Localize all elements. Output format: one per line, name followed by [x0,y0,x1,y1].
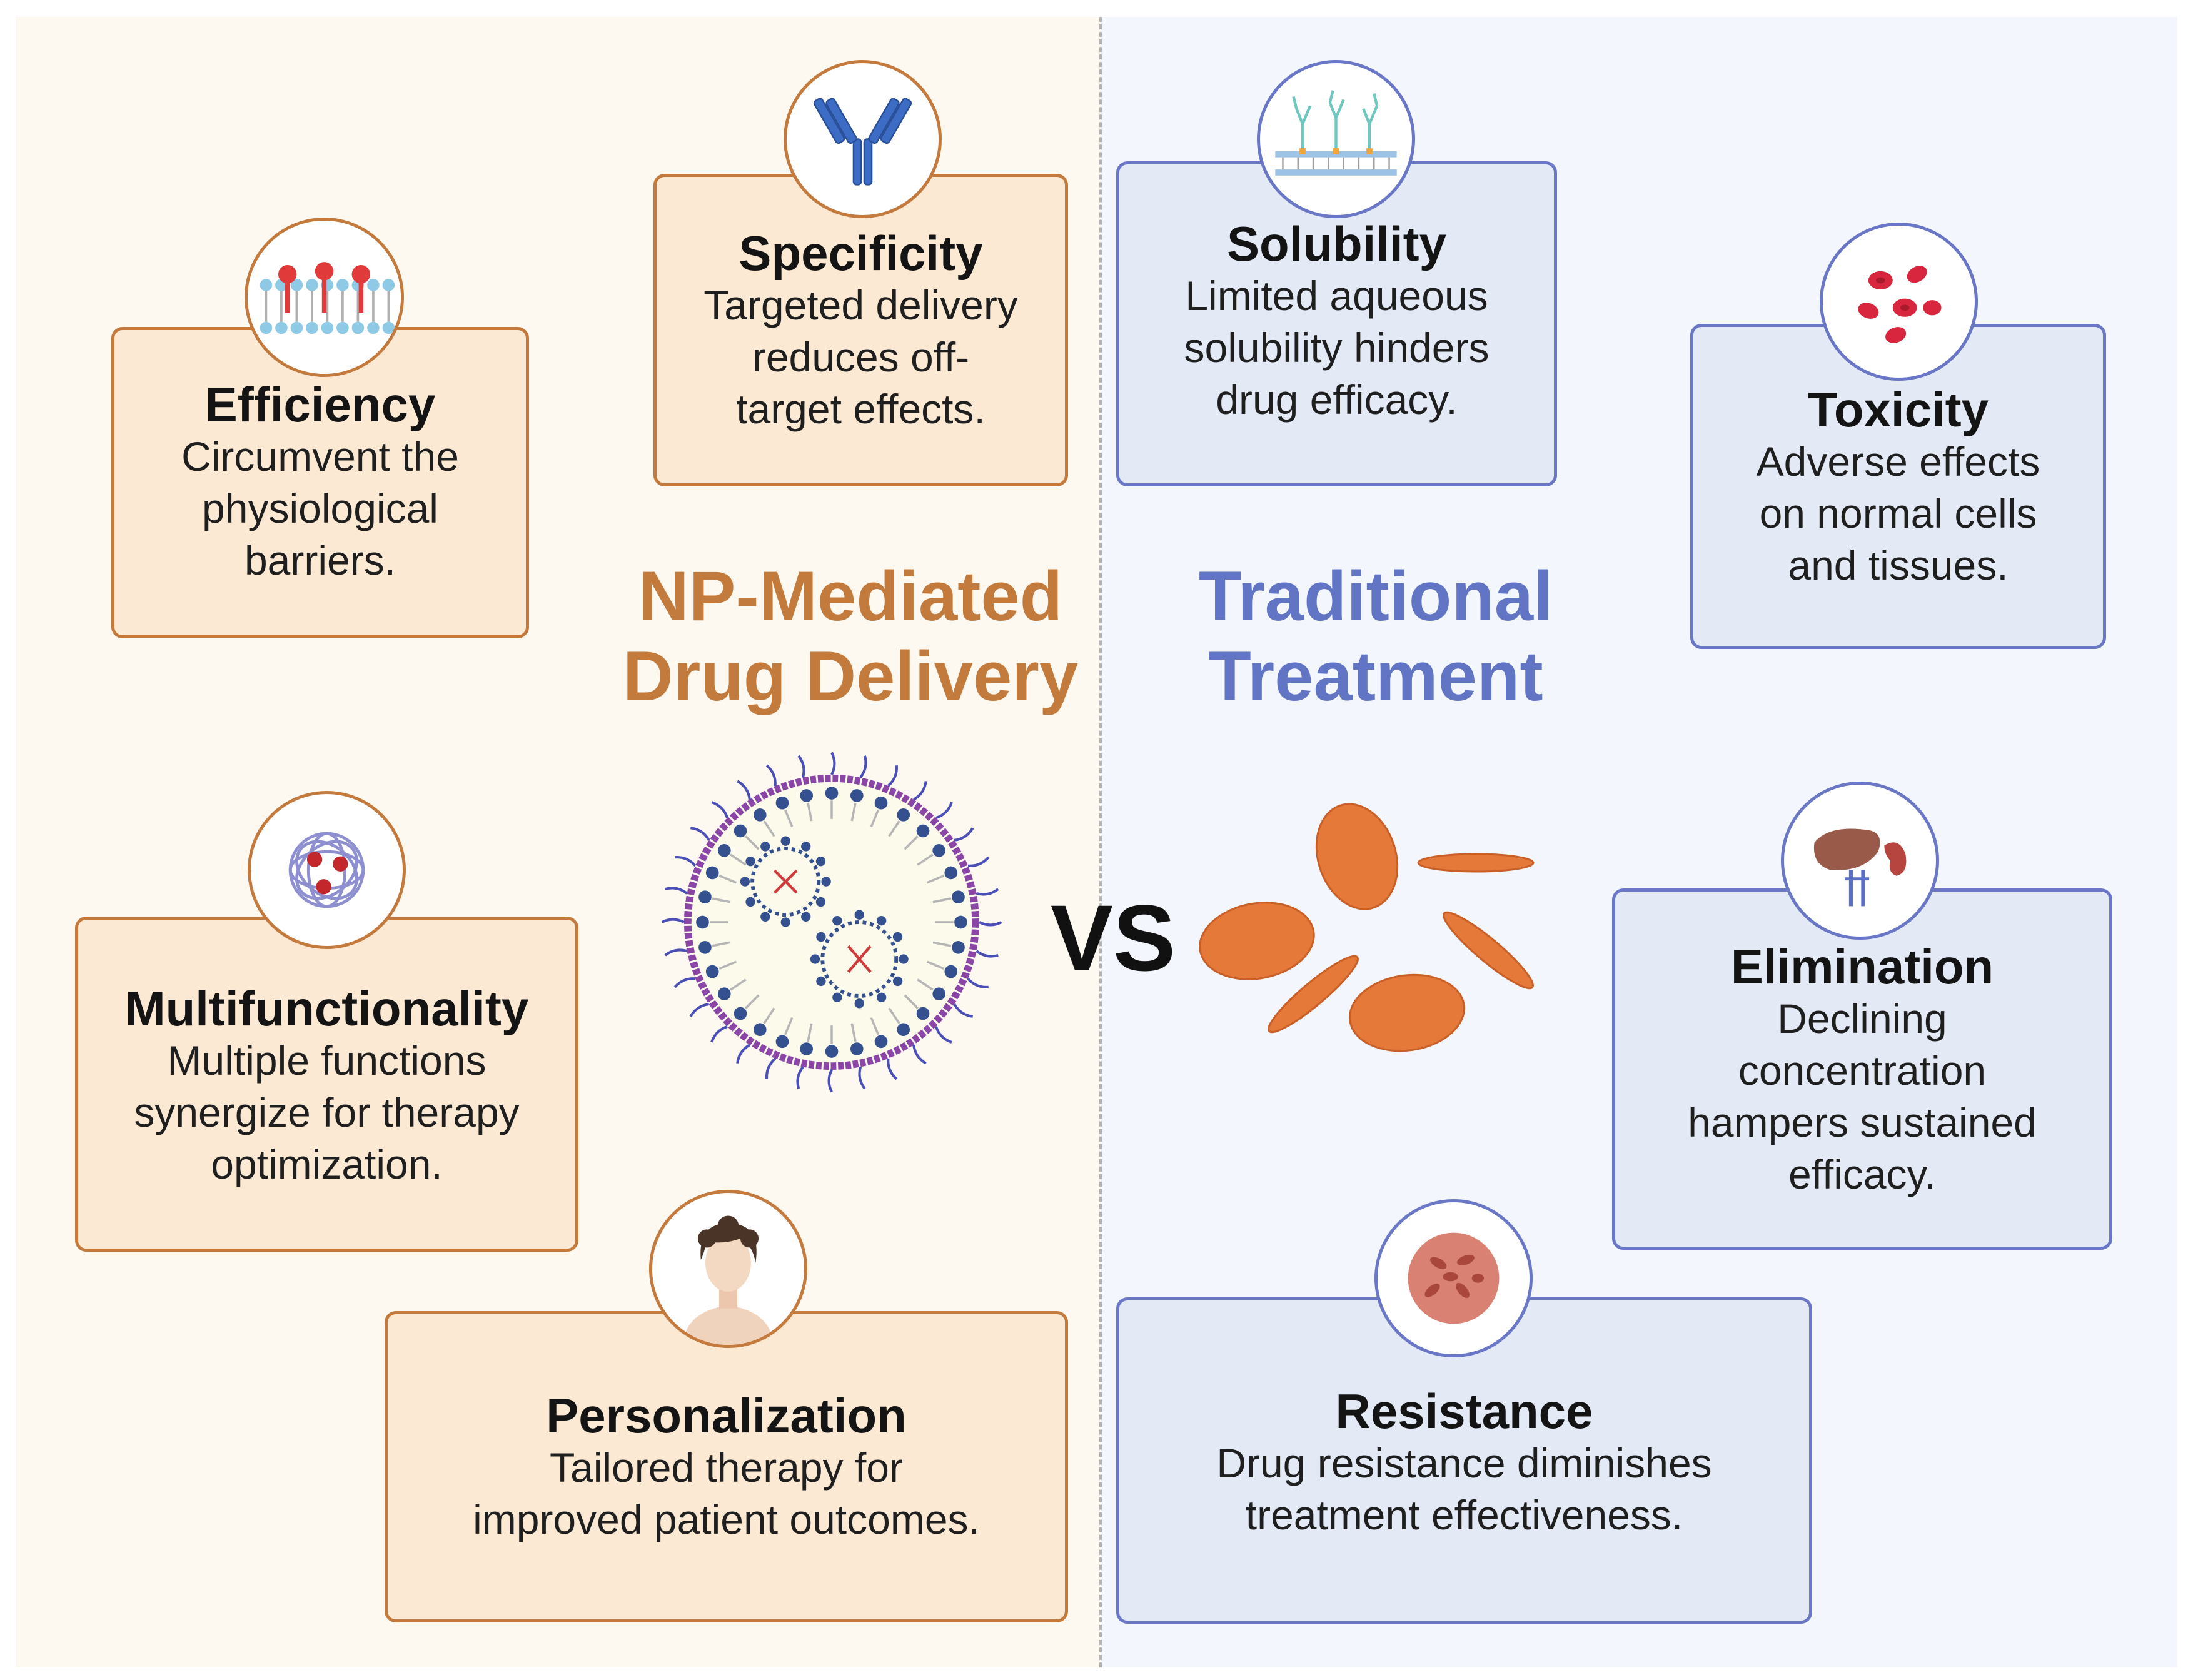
cell-membrane-icon [245,218,404,377]
solubility-title: Solubility [1227,216,1446,271]
traditional-title-line1: Traditional [1198,557,1553,635]
specificity-title: Specificity [739,226,983,281]
toxicity-line: on normal cells [1759,490,2037,536]
toxicity-line: and tissues. [1788,542,2009,588]
personalization-card: Personalization Tailored therapy for imp… [385,1311,1068,1622]
efficiency-card: Efficiency Circumvent the physiological … [111,327,529,638]
elimination-title: Elimination [1730,939,1994,994]
red-blood-cells-icon [1820,223,1978,381]
resistance-line: Drug resistance diminishes [1216,1440,1712,1486]
traditional-section-title: Traditional Treatment [1151,556,1601,717]
elimination-line: concentration [1738,1047,1987,1094]
antibody-icon [784,60,942,218]
membrane-glycan-icon [1257,60,1415,218]
efficiency-line: Circumvent the [181,433,459,480]
toxicity-title: Toxicity [1808,382,1989,437]
pills-icon [1188,800,1551,1063]
tumor-tissue-icon [1374,1199,1533,1357]
efficiency-title: Efficiency [204,377,436,432]
liposome-nanoparticle-icon [647,738,1016,1107]
personalization-line: improved patient outcomes. [473,1496,980,1542]
efficiency-line: barriers. [244,537,396,583]
np-title-line2: Drug Delivery [622,637,1079,715]
efficiency-line: physiological [202,485,438,531]
solubility-line: solubility hinders [1184,324,1490,371]
specificity-line: reduces off- [752,334,970,380]
traditional-title-line2: Treatment [1208,637,1543,715]
solubility-line: Limited aqueous [1185,273,1488,319]
multifunctionality-line: Multiple functions [167,1037,486,1084]
multifunctionality-card: Multifunctionality Multiple functions sy… [75,917,578,1252]
polymer-nanoparticle-icon [248,791,406,949]
solubility-line: drug efficacy. [1216,376,1458,423]
resistance-line: treatment effectiveness. [1245,1492,1683,1538]
toxicity-line: Adverse effects [1756,438,2040,485]
elimination-line: Declining [1777,995,1947,1042]
elimination-card: Elimination Declining concentration hamp… [1612,888,2112,1250]
multifunctionality-line: optimization. [211,1141,443,1187]
center-divider [1099,17,1102,1667]
specificity-line: target effects. [736,386,986,432]
resistance-title: Resistance [1335,1384,1593,1439]
elimination-line: efficacy. [1788,1151,1936,1197]
elimination-line: hampers sustained [1688,1099,2037,1145]
personalization-line: Tailored therapy for [550,1444,903,1491]
liver-kidney-icon [1781,782,1939,940]
personalization-title: Personalization [546,1388,907,1443]
np-title-line1: NP-Mediated [638,557,1063,635]
toxicity-card: Toxicity Adverse effects on normal cells… [1690,324,2106,649]
specificity-line: Targeted delivery [703,282,1018,328]
patient-portrait-icon [649,1190,807,1348]
np-section-title: NP-Mediated Drug Delivery [600,556,1101,717]
specificity-card: Specificity Targeted delivery reduces of… [653,174,1068,486]
multifunctionality-title: Multifunctionality [124,981,529,1036]
vs-label: VS [1050,885,1176,990]
multifunctionality-line: synergize for therapy [134,1089,520,1135]
